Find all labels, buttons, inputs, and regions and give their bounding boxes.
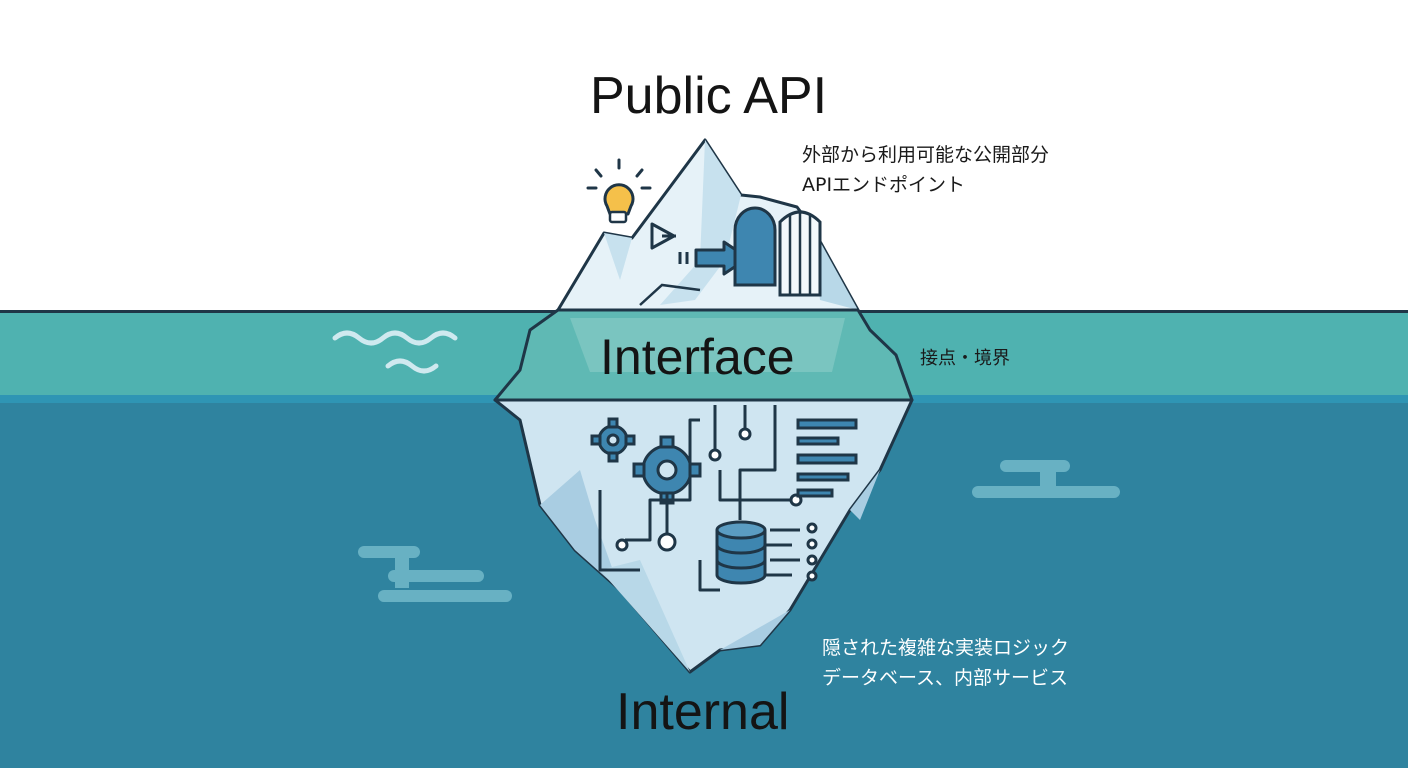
interface-title: Interface [600, 329, 795, 385]
internal-description: 隠された複雑な実装ロジック データベース、内部サービス [822, 633, 1069, 693]
internal-line-2: データベース、内部サービス [822, 667, 1069, 689]
interface-description: 接点・境界 [920, 348, 1010, 369]
circuit-icon [598, 405, 818, 592]
code-lines-icon [796, 418, 858, 498]
gear-icon [590, 417, 702, 505]
play-arrow-icon [650, 222, 676, 250]
database-icon [715, 520, 767, 585]
public-api-line-2: APIエンドポイント [802, 174, 966, 196]
open-door-icon [778, 210, 822, 297]
current-icon [358, 460, 1120, 602]
public-api-line-1: 外部から利用可能な公開部分 [802, 144, 1050, 166]
iceberg-interface [493, 308, 914, 402]
public-api-description: 外部から利用可能な公開部分 APIエンドポイント [802, 140, 1049, 200]
lightbulb-icon [586, 158, 652, 224]
public-api-title: Public API [590, 67, 828, 125]
doorway-icon [733, 206, 777, 287]
internal-title: Internal [616, 683, 790, 741]
internal-line-1: 隠された複雑な実装ロジック [822, 637, 1070, 659]
wave-icon [332, 330, 458, 374]
iceberg-bottom [493, 398, 914, 674]
